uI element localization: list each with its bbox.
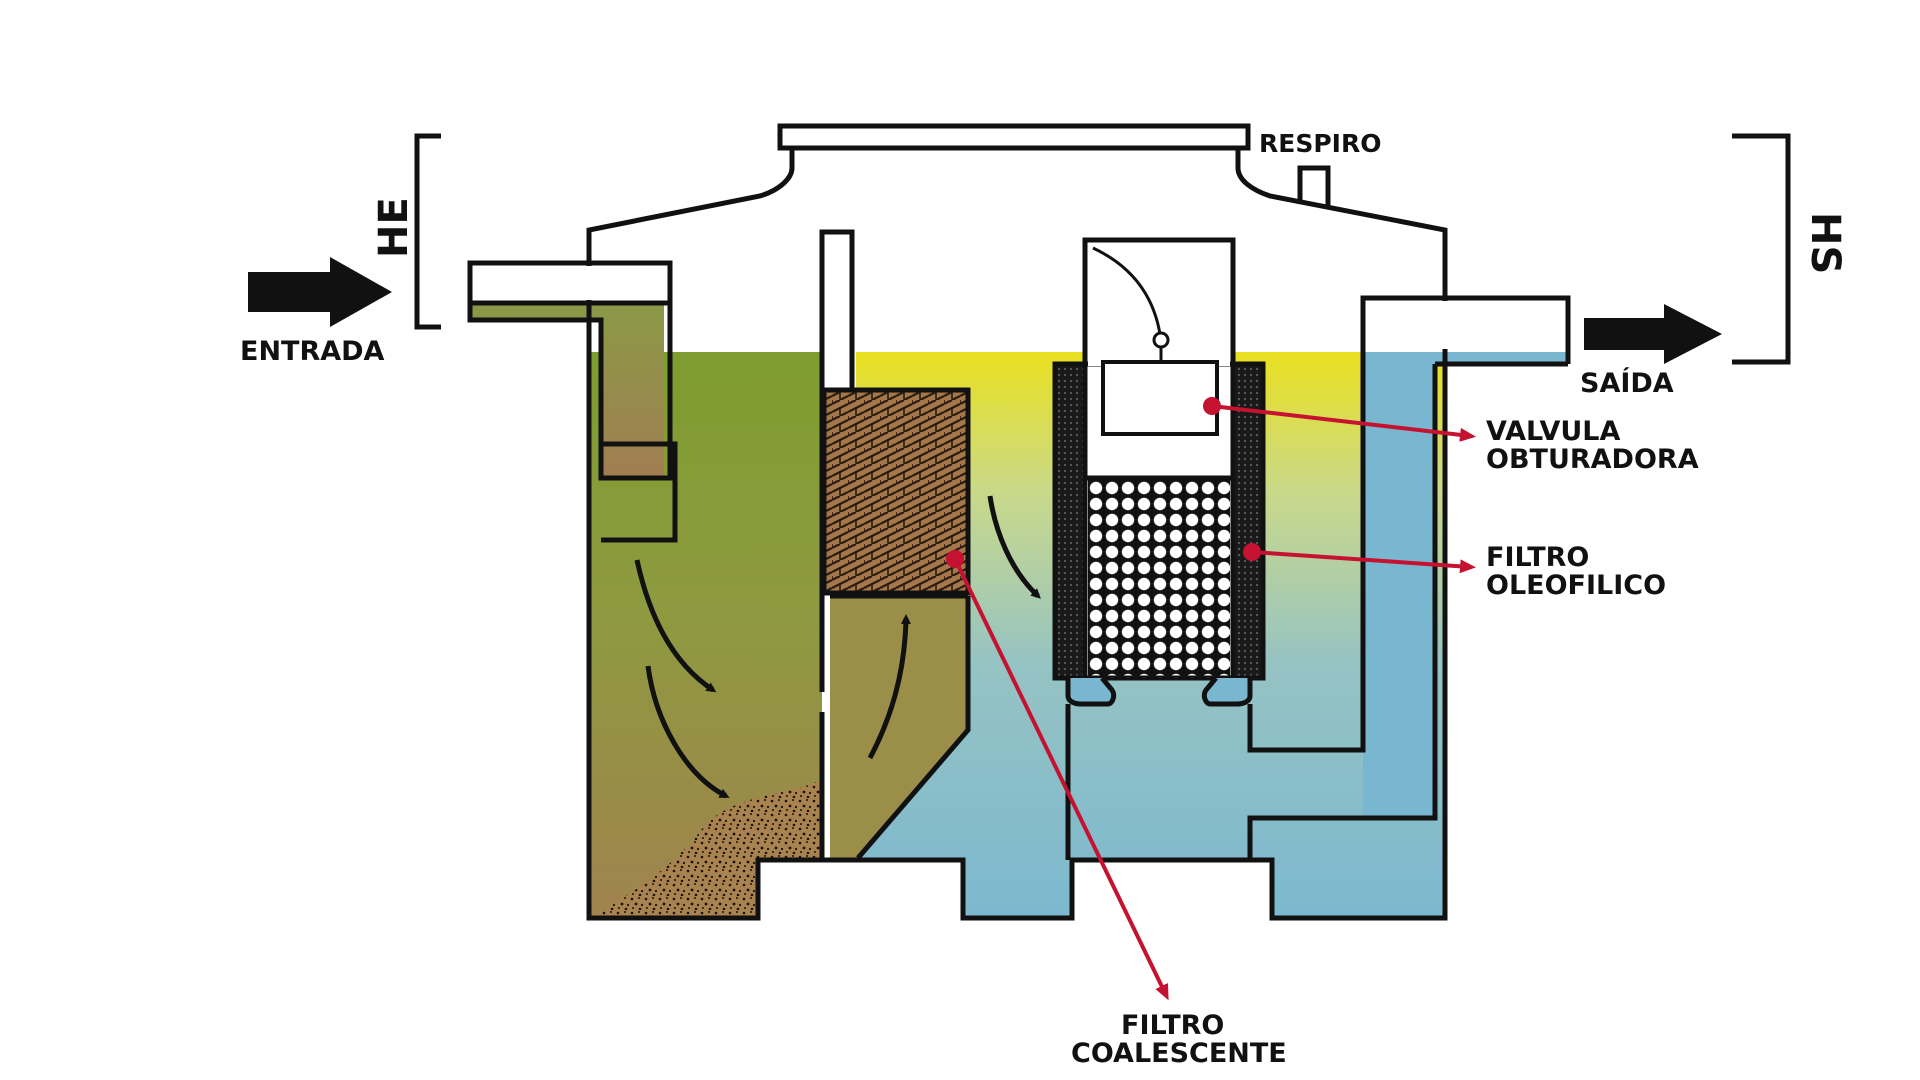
flow-arrow-icon [645,665,730,799]
float-valve-icon [1092,246,1219,436]
inlet-arrow-icon [248,257,392,327]
flow-arrow-icon [867,614,911,760]
oleophilic-filter [1052,237,1266,707]
entrada-label: ENTRADA [240,336,385,367]
callout-arrow-icon [1251,550,1476,574]
inlet-pipe-water [470,303,664,478]
flow-arrows [634,495,1041,799]
flow-arrow-icon [987,495,1041,599]
he-bracket [414,133,441,330]
callout-arrow-icon [1211,404,1476,442]
outlet-arrow-icon [1584,304,1722,364]
float-valve-body [1101,360,1219,436]
inlet-chamber-water [589,352,822,918]
hs-bracket [1732,133,1791,365]
oleo-label-line1: FILTRO [1486,542,1589,573]
respiro-label: RESPIRO [1259,129,1381,158]
flow-arrow-icon [634,559,717,693]
saida-label: SAÍDA [1580,367,1674,399]
coalescing-filter-block [821,387,971,596]
valvula-label-line1: VALVULA [1486,416,1620,447]
hs-label: HS [1802,212,1848,274]
valvula-label-line2: OBTURADORA [1486,444,1699,475]
he-label: HE [371,197,417,258]
coal-label-line2: COALESCENTE [1071,1038,1287,1069]
coal-label-line1: FILTRO [1121,1010,1224,1041]
oleo-label-line2: OLEOFILICO [1486,570,1666,601]
callouts [946,397,1476,1001]
callout-arrow-icon [953,558,1169,1001]
fluid-fills [470,303,1568,918]
sediment-pile [589,780,822,918]
bead-media [1088,478,1230,676]
middle-chamber-water [830,596,968,858]
